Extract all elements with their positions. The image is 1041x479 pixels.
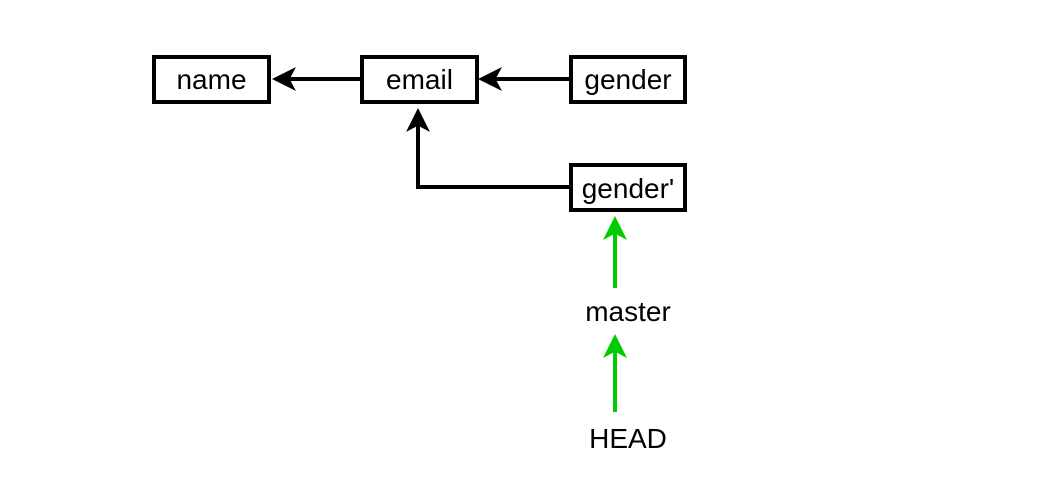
commit-node-gender: gender: [569, 55, 687, 104]
commit-label-email: email: [386, 64, 453, 95]
commit-node-name: name: [152, 55, 271, 104]
head-label: HEAD: [589, 423, 667, 454]
commit-label-gender-amended: gender': [582, 173, 675, 204]
branch-label-master: master: [585, 296, 671, 327]
commit-node-gender-amended: gender': [569, 163, 687, 212]
edge-gender-amended-to-email: [406, 108, 569, 189]
commit-label-name: name: [176, 64, 246, 95]
commit-node-email: email: [360, 55, 479, 104]
commit-label-gender: gender: [584, 64, 671, 95]
